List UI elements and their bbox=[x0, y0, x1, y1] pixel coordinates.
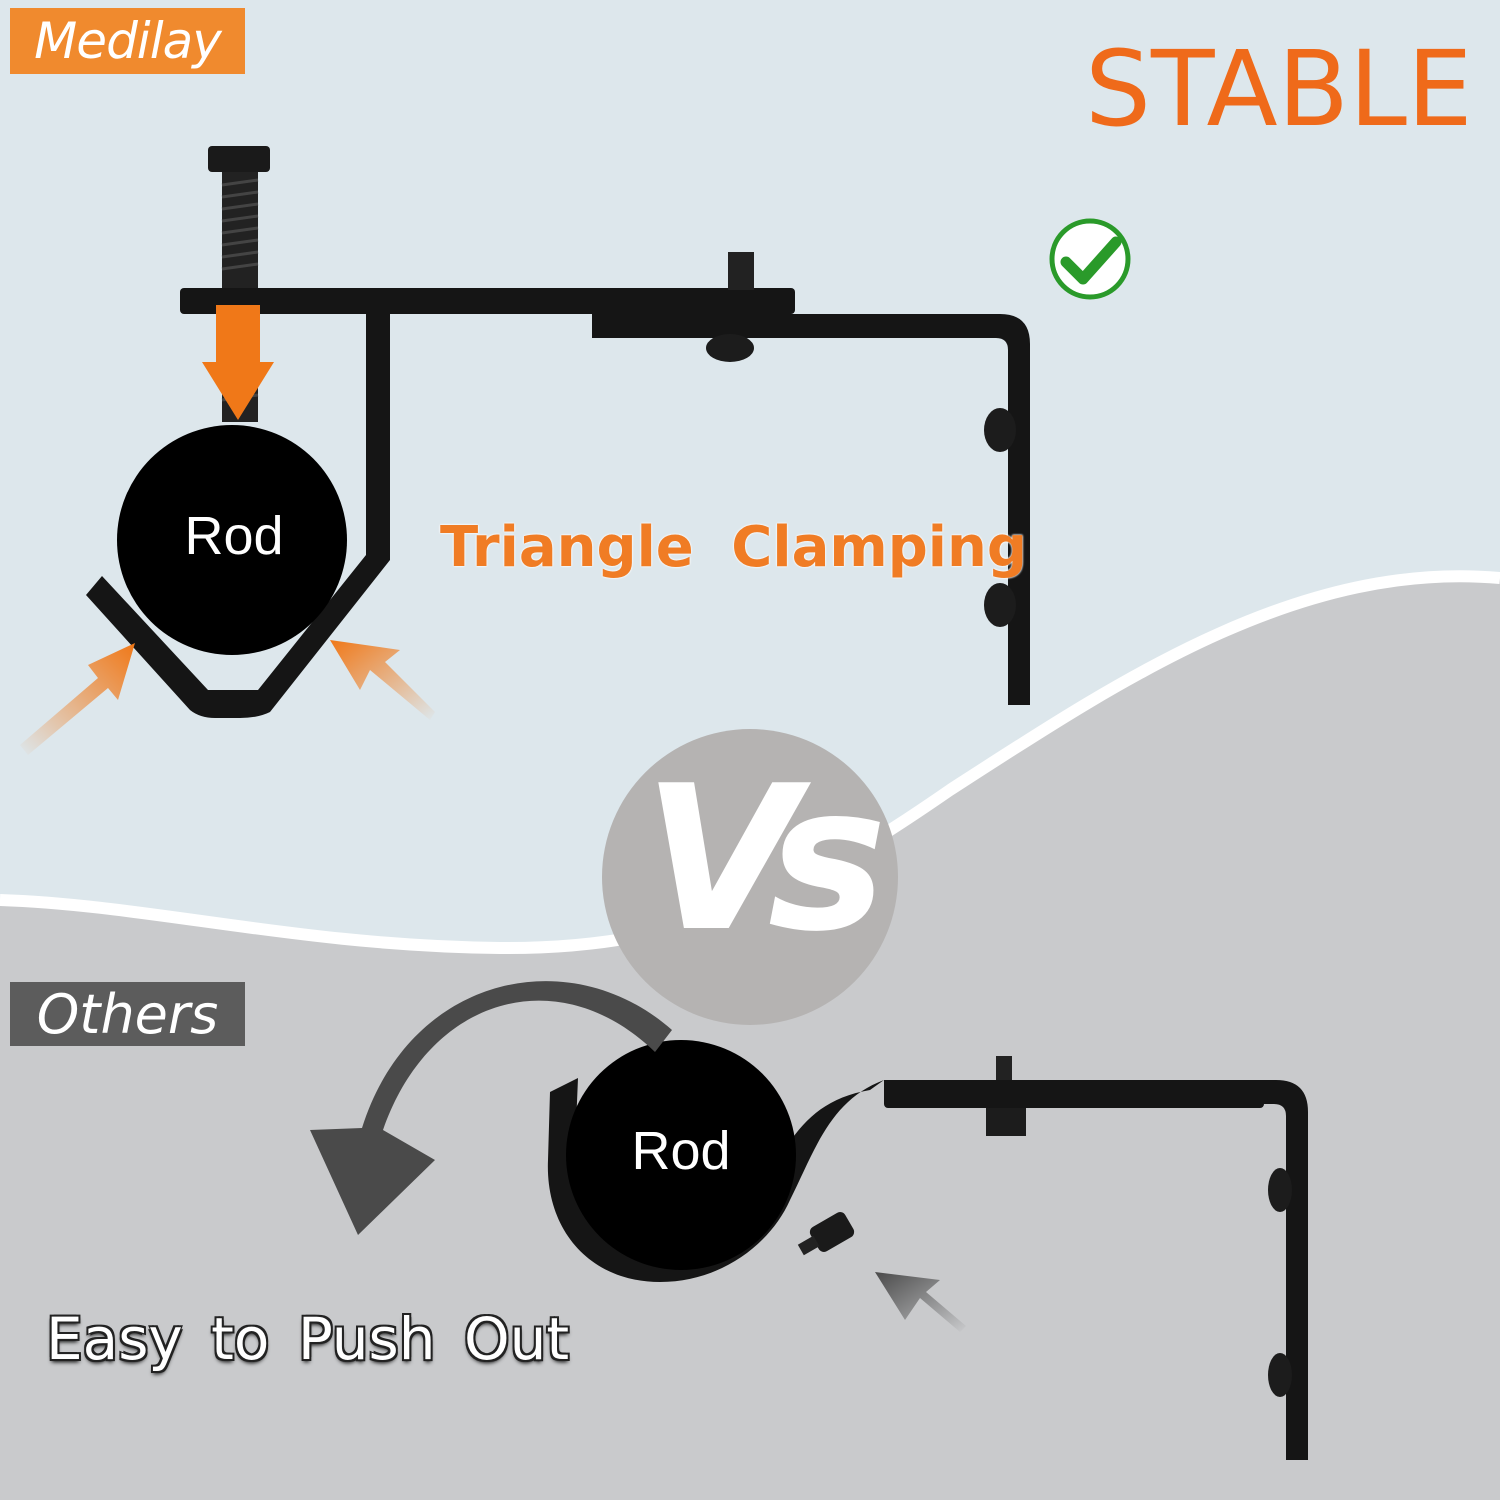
bottom-stud bbox=[996, 1056, 1012, 1084]
vs-circle bbox=[602, 729, 898, 1025]
bottom-clip bbox=[986, 1108, 1026, 1136]
push-arrow-icon bbox=[875, 1272, 966, 1332]
bottom-wall-screw-2 bbox=[1268, 1353, 1292, 1397]
stud bbox=[728, 252, 754, 290]
bottom-wall-screw-1 bbox=[1268, 1168, 1292, 1212]
rod-bottom bbox=[566, 1040, 796, 1270]
arrow-up-left-icon bbox=[330, 640, 435, 720]
rod-top bbox=[117, 425, 347, 655]
others-tag: Others bbox=[36, 982, 219, 1046]
rod-label-bottom: Rod bbox=[631, 1121, 731, 1181]
curved-push-arrow-icon bbox=[310, 981, 672, 1235]
arm-screw bbox=[706, 334, 754, 362]
bracket-top-bar bbox=[180, 288, 795, 314]
brand-name: Medilay bbox=[34, 12, 222, 70]
top-panel-background bbox=[0, 0, 1500, 949]
rod-label-top: Rod bbox=[184, 506, 284, 566]
stable-title: STABLE bbox=[1085, 28, 1473, 150]
thumb-screw bbox=[797, 1212, 855, 1256]
brand-badge: Medilay bbox=[10, 8, 245, 74]
vs-label: Vs bbox=[643, 743, 887, 976]
feature-label: Triangle Clamping bbox=[440, 515, 1027, 580]
wall-screw-1 bbox=[984, 408, 1016, 452]
push-out-caption: Easy to Push Out bbox=[46, 1305, 570, 1373]
bottom-bracket bbox=[547, 1056, 1308, 1460]
curved-hook bbox=[547, 1078, 884, 1282]
check-circle-icon bbox=[1049, 218, 1131, 300]
arrow-down-icon bbox=[202, 305, 274, 420]
others-badge: Others bbox=[10, 982, 245, 1046]
wall-screw-2 bbox=[984, 583, 1016, 627]
arrow-up-right-icon bbox=[20, 643, 135, 755]
clamp-arrows bbox=[20, 305, 435, 755]
bolt-head bbox=[208, 146, 270, 172]
